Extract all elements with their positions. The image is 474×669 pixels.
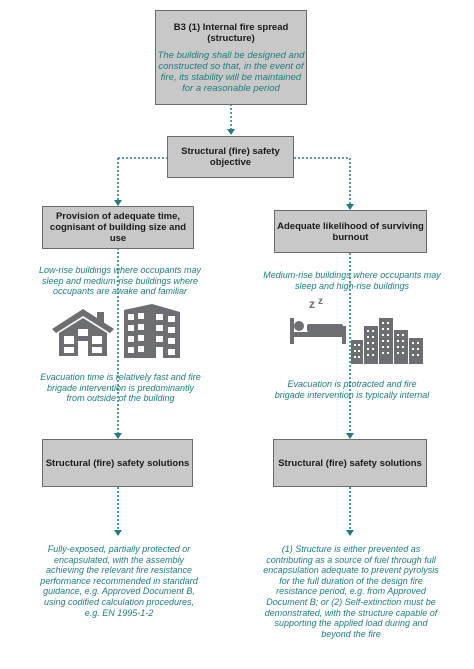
left-evacuation-text: Evacuation time is relatively fast and f… xyxy=(40,372,201,404)
right-heading-box: Adequate likelihood of surviving burnout xyxy=(274,210,427,253)
left-occupancy-text: Low-rise buildings where occupants may s… xyxy=(38,265,202,297)
objective-title: Structural (fire) safety objective xyxy=(181,146,280,168)
objective-box: Structural (fire) safety objective xyxy=(167,136,294,178)
requirement-box: B3 (1) Internal fire spread (structure) … xyxy=(155,10,307,105)
arrowhead-left-solutions xyxy=(114,433,122,439)
arrowhead-right-heading xyxy=(346,204,354,210)
right-solutions-title: Structural (fire) safety solutions xyxy=(278,457,422,469)
right-heading-title: Adequate likelihood of surviving burnout xyxy=(277,220,424,243)
arrowhead-right-text xyxy=(346,530,354,536)
left-heading-box: Provision of adequate time, cognisant of… xyxy=(42,206,194,249)
right-evacuation-text: Evacuation is protracted and fire brigad… xyxy=(274,379,430,400)
arrowhead-right-solutions xyxy=(346,433,354,439)
requirement-title: B3 (1) Internal fire spread (structure) xyxy=(173,21,289,44)
sleeping-person-icon: z z xyxy=(290,296,346,344)
arrowhead-left-heading xyxy=(114,200,122,206)
arrowhead-left-text xyxy=(114,530,122,536)
left-heading-title: Provision of adequate time, cognisant of… xyxy=(49,211,187,244)
right-occupancy-text: Medium-rise buildings where occupants ma… xyxy=(263,270,441,291)
left-solutions-title: Structural (fire) safety solutions xyxy=(45,457,190,469)
right-solutions-text: (1) Structure is either prevented as con… xyxy=(263,544,439,639)
house-icon xyxy=(52,309,114,356)
high-rise-city-icon xyxy=(351,318,423,364)
arrowhead-objective xyxy=(227,129,235,135)
svg-text:z: z xyxy=(318,296,323,307)
left-solutions-text: Fully-exposed, partially protected or en… xyxy=(40,544,198,618)
right-solutions-box: Structural (fire) safety solutions xyxy=(273,439,427,487)
svg-text:z: z xyxy=(309,297,315,311)
office-building-icon xyxy=(124,304,180,358)
left-solutions-box: Structural (fire) safety solutions xyxy=(42,439,193,487)
requirement-body: The building shall be designed and const… xyxy=(157,49,305,94)
